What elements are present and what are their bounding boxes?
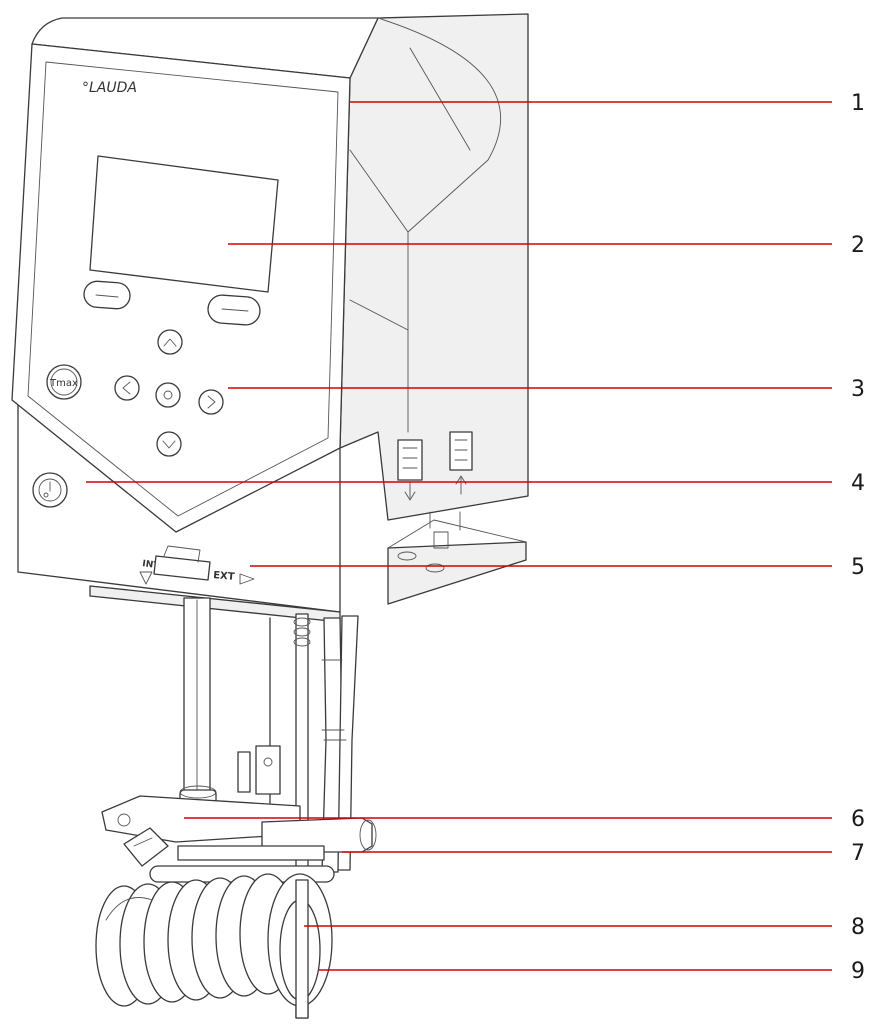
callout-label-1: 1 — [851, 91, 865, 116]
brand-logo: °LAUDA — [82, 80, 137, 96]
temperature-probe-front — [295, 879, 309, 1019]
tmax-key-label: Tmax — [49, 378, 78, 389]
int-arrow-icon — [139, 571, 153, 585]
outlet-arrow-icon — [402, 447, 418, 501]
power-off-dot — [43, 492, 49, 498]
controls: °LAUDA Tmax — [32, 80, 279, 585]
thumb-screw — [123, 827, 169, 867]
callout-label-7: 7 — [851, 841, 865, 866]
callouts: 1 2 3 4 5 6 7 8 9 — [86, 91, 865, 984]
display-screen — [89, 155, 279, 293]
key-left — [114, 375, 140, 401]
probe-collar-3 — [293, 637, 311, 647]
control-panel-bezel — [27, 61, 339, 517]
clamp-tab-2 — [255, 745, 281, 795]
side-curve — [377, 17, 502, 433]
chevron-down-icon — [162, 440, 176, 449]
pump-connections — [387, 431, 527, 605]
callout-label-8: 8 — [851, 915, 865, 940]
side-ridge-3 — [349, 299, 409, 331]
housing-right-side — [339, 13, 529, 521]
callout-label-3: 3 — [851, 377, 865, 402]
enter-dot-icon — [163, 390, 173, 400]
ext-arrow-icon — [239, 573, 255, 585]
shaft-collar-top — [179, 785, 217, 799]
cooling-coil — [95, 873, 333, 1019]
key-up — [157, 329, 183, 355]
softkey-right-mark — [221, 308, 249, 312]
int-ext-slider-top — [163, 545, 201, 563]
inlet-port-bracket — [449, 431, 473, 471]
bracket-hole-1 — [397, 551, 417, 561]
tmax-key-ring — [50, 368, 78, 396]
key-right — [198, 389, 224, 415]
callout-label-6: 6 — [851, 807, 865, 832]
mains-switch-inner — [38, 478, 62, 502]
callout-label-5: 5 — [851, 555, 865, 580]
callout-label-2: 2 — [851, 233, 865, 258]
int-ext-slider — [153, 555, 211, 581]
side-ridge-2 — [349, 149, 409, 233]
outlet-port-bracket — [397, 439, 423, 481]
mounting-bracket-top — [387, 519, 527, 549]
switch-ext-label: EXT — [213, 570, 235, 583]
callout-label-9: 9 — [851, 959, 865, 984]
clamp-hole — [263, 757, 273, 767]
probe-collar-1 — [293, 617, 311, 627]
chevron-right-icon — [207, 395, 216, 409]
housing — [11, 13, 529, 623]
bracket-hole-2 — [425, 563, 445, 573]
thumb-screw-grip — [133, 837, 153, 847]
inlet-arrow-icon — [454, 439, 468, 495]
side-ridge — [409, 47, 471, 151]
mounting-bracket — [387, 541, 527, 605]
pump-nozzle-end — [359, 819, 377, 851]
softkey-left — [83, 280, 131, 310]
clamp-tab-1 — [237, 751, 251, 793]
lower-frame — [177, 845, 325, 861]
coil-highlight-1 — [105, 897, 153, 921]
probe-collar-2 — [293, 627, 311, 637]
softkey-left-mark — [95, 294, 119, 298]
callout-label-4: 4 — [851, 471, 865, 496]
pump-housing-hole — [117, 813, 131, 827]
tmax-key — [46, 364, 82, 400]
chevron-left-icon — [122, 381, 131, 395]
key-enter — [155, 382, 181, 408]
control-panel — [11, 43, 351, 533]
bracket-screw — [433, 531, 449, 549]
key-down — [156, 431, 182, 457]
chevron-up-icon — [163, 338, 177, 347]
